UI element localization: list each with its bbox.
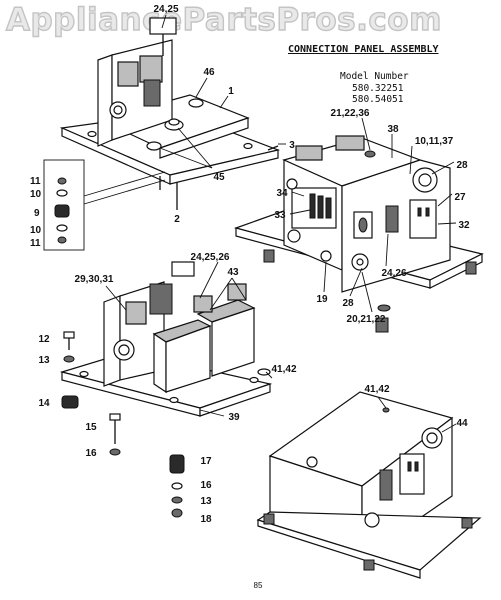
connection-panel-leader-lines [289,117,457,313]
watermark-logo: AppliancePartsPros.com [5,1,442,38]
model-number-heading: Model Number [340,71,409,82]
callout-12: 12 [38,334,50,345]
callout-41-42-bottom: 41,42 [364,384,389,395]
model-number-1: 580.32251 [352,83,404,94]
callout-34: 34 [276,188,288,199]
callout-29-30-31: 29,30,31 [75,274,114,285]
left-hardware-parts [61,331,121,456]
callout-2: 2 [174,214,180,225]
bottom-hardware-parts [169,454,185,518]
model-number-2: 580.54051 [352,94,404,105]
callout-15: 15 [85,422,97,433]
top-left-leader-lines [83,14,286,205]
callout-10-lower: 10 [30,225,42,236]
top-left-chassis-assembly [59,17,281,210]
callout-3: 3 [289,140,295,151]
callout-45: 45 [213,172,225,183]
callout-17: 17 [200,456,212,467]
callout-16-left: 16 [85,448,97,459]
callout-18: 18 [200,514,212,525]
mount-stack-9-11 [43,159,85,251]
callout-1: 1 [228,86,234,97]
callout-46: 46 [203,67,215,78]
callout-28-lower: 28 [342,298,354,309]
callout-24-25-top: 24,25 [153,4,178,15]
callout-27: 27 [454,192,466,203]
callout-9: 9 [34,208,40,219]
callout-44: 44 [456,418,468,429]
callout-13-left: 13 [38,355,50,366]
callout-24-26-right: 24,26 [381,268,406,279]
callout-32: 32 [458,220,470,231]
cover-housing-assembly [256,391,482,579]
callout-10-upper: 10 [30,189,42,200]
callout-10-11-37: 10,11,37 [415,136,454,147]
callout-11-lower: 11 [30,238,41,249]
callout-14: 14 [38,398,50,409]
callout-20-21-22: 20,21,22 [347,314,386,325]
callout-33: 33 [274,210,286,221]
diagram-title: CONNECTION PANEL ASSEMBLY [288,44,439,55]
page-mark: 85 [254,581,263,590]
callout-39: 39 [228,412,240,423]
callout-28-upper: 28 [456,160,468,171]
callout-41-42-middle: 41,42 [271,364,296,375]
callout-labels: 24,25 46 1 3 45 2 11 10 9 10 11 21,22,36… [30,4,470,590]
callout-38: 38 [387,124,399,135]
callout-24-25-26: 24,25,26 [191,252,230,263]
callout-13-bottom: 13 [200,496,212,507]
transformer-leader-lines [105,261,273,417]
transformer-assembly [59,261,273,417]
callout-19: 19 [316,294,328,305]
callout-21-22-36: 21,22,36 [331,108,370,119]
callout-43: 43 [227,267,239,278]
callout-11-upper: 11 [30,176,41,187]
connection-panel-assembly [233,135,484,333]
callout-16-bottom: 16 [200,480,212,491]
